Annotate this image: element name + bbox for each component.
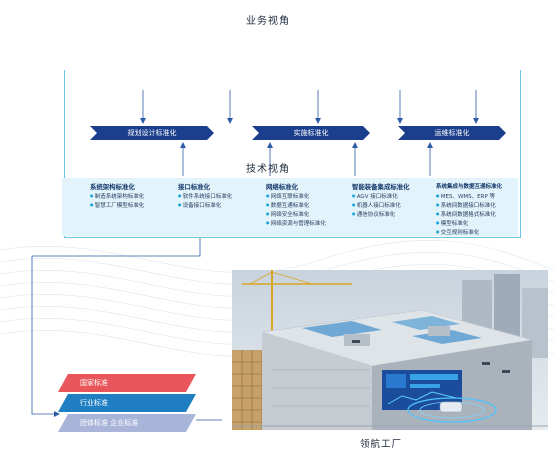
business-box-title: 数据定义与编码标准化	[180, 37, 246, 45]
stage-implementation: 实施标准化	[252, 126, 370, 140]
factory-illustration	[232, 270, 548, 430]
business-box-title: 业务模型标准化	[94, 37, 141, 45]
business-item: 生产流程标准化	[94, 55, 166, 64]
standard-industry: 行业标准	[58, 394, 196, 412]
business-item: 设备操作标准化	[268, 74, 338, 83]
tech-item: 数据互通标准化	[266, 201, 344, 210]
business-view-title: 业务视角	[246, 16, 290, 27]
tech-item: MES、WMS、ERP 等	[436, 192, 518, 201]
tech-box-interface: 接口标准化 软件系统接口标准化 设备接口标准化	[172, 180, 258, 236]
frame-line-right	[520, 70, 521, 238]
business-item: 货架标准化	[352, 65, 422, 74]
business-item: 拣选标准化	[268, 65, 338, 74]
tech-box-architecture: 系统架构标准化 制造系统架构标准化 智慧工厂模型标准化	[84, 180, 170, 236]
tech-item: 网络资源与管理标准化	[266, 219, 344, 228]
business-item: 设备维护标准化	[268, 83, 338, 92]
business-item: 编码规则标准化	[180, 46, 254, 55]
tech-view-title: 技术视角	[246, 164, 290, 175]
business-box-title: 设施标准化	[352, 37, 385, 45]
frame-line-left	[64, 70, 65, 238]
business-box-title: 绩效评价标准化	[436, 37, 483, 45]
business-item: 设备数据标准化	[180, 74, 254, 83]
business-item: 物料数据标准化	[180, 55, 254, 64]
tech-item: 软件系统接口标准化	[178, 192, 258, 201]
business-item: 设计流程标准化	[94, 46, 166, 55]
tech-box-title: 系统架构标准化	[90, 183, 135, 191]
business-box-facility: 设施标准化 设备标准化 工装夹具标准化 货架标准化 运输设备标准化	[342, 34, 422, 90]
business-item: 工装夹具标准化	[352, 55, 422, 64]
tech-item: AGV 接口标准化	[352, 192, 428, 201]
tech-box-equipment: 智能装备集成标准化 AGV 接口标准化 机器人接口标准化 通信协议标准化	[346, 180, 428, 236]
standard-national: 国家标准	[58, 374, 196, 392]
stage-operation: 运维标准化	[398, 126, 506, 140]
business-box-title: 作业流程标准化	[268, 37, 315, 45]
tech-item: 智慧工厂模型标准化	[90, 201, 170, 210]
tech-item: 网络互联标准化	[266, 192, 344, 201]
tech-box-network: 网络标准化 网络互联标准化 数据互通标准化 网络安全标准化 网络资源与管理标准化	[260, 180, 344, 236]
standard-group-enterprise: 团体标准 企业标准	[58, 414, 196, 432]
tech-box-title: 系统集成与数据互通标准化	[436, 184, 503, 190]
tech-item: 设备接口标准化	[178, 201, 258, 210]
tech-item: 通信协议标准化	[352, 210, 428, 219]
business-box-performance: 绩效评价标准化 评价方法标准化 评价指标标准化	[426, 34, 516, 90]
business-box-process: 作业流程标准化 入库作业标准化 检验标准化 拣选标准化 设备操作标准化 设备维护…	[258, 34, 338, 92]
tech-item: 模型标准化	[436, 219, 518, 228]
business-item: 设备标准化	[352, 46, 422, 55]
tech-item: 交互规则标准化	[436, 228, 518, 237]
business-item: 库位数据标准化	[180, 83, 254, 92]
tech-box-title: 接口标准化	[178, 183, 210, 191]
business-item: 物流流程标准化	[94, 65, 166, 74]
tech-box-title: 网络标准化	[266, 183, 298, 191]
business-item: 入库作业标准化	[268, 46, 338, 55]
factory-caption: 领航工厂	[360, 439, 403, 450]
tech-box-integration: 系统集成与数据互通标准化 MES、WMS、ERP 等 系统间数据接口标准化 系统…	[430, 180, 518, 236]
tech-item: 机器人接口标准化	[352, 201, 428, 210]
business-item: 产品数据标准化	[180, 65, 254, 74]
business-box-model: 业务模型标准化 设计流程标准化 生产流程标准化 物流流程标准化 销售流程标准化	[84, 34, 166, 90]
factory-image	[232, 270, 548, 430]
business-box-data: 数据定义与编码标准化 编码规则标准化 物料数据标准化 产品数据标准化 设备数据标…	[170, 34, 254, 92]
tech-item: 网络安全标准化	[266, 210, 344, 219]
business-item: 检验标准化	[268, 55, 338, 64]
stage-planning: 规划设计标准化	[90, 126, 214, 140]
business-item: 销售流程标准化	[94, 74, 166, 83]
business-item: 运输设备标准化	[352, 74, 422, 83]
tech-box-title: 智能装备集成标准化	[352, 183, 410, 191]
business-item: 评价指标标准化	[436, 55, 516, 64]
business-item: 评价方法标准化	[436, 46, 516, 55]
frame-line-bottom	[64, 237, 521, 238]
tech-item: 制造系统架构标准化	[90, 192, 170, 201]
tech-item: 系统间数据格式标准化	[436, 210, 518, 219]
tech-item: 系统间数据接口标准化	[436, 201, 518, 210]
